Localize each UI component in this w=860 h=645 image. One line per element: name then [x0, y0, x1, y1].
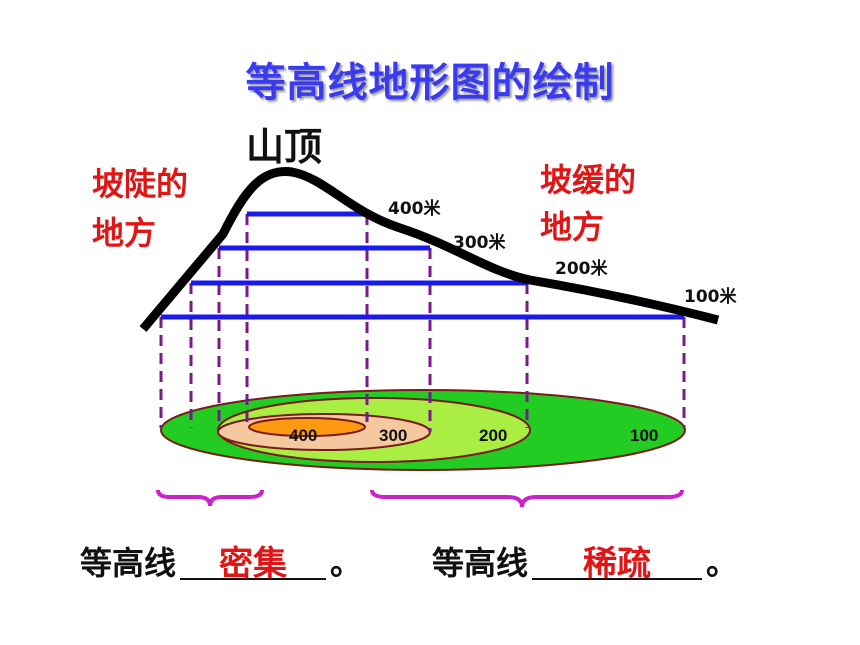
contour-value-400: 400 — [289, 426, 317, 445]
elevation-label-200: 200米 — [555, 259, 608, 279]
contour-value-100: 100 — [630, 426, 658, 445]
mountain-profile — [139, 167, 720, 332]
projection-lines — [159, 214, 686, 432]
answer-dense: 密集 — [219, 544, 288, 584]
sentence-sparse-suffix: 。 — [706, 544, 739, 582]
sentence-dense-suffix: 。 — [330, 544, 363, 582]
elevation-label-300: 300米 — [453, 233, 506, 253]
contour-value-200: 200 — [479, 426, 507, 445]
gentle-label-line1: 坡缓的 — [540, 161, 637, 199]
elevation-lines — [161, 211, 684, 320]
answer-blank-sparse[interactable]: 稀疏 — [532, 544, 703, 584]
elevation-label-100: 100米 — [684, 287, 737, 307]
summit-label: 山顶 — [246, 125, 323, 169]
sentence-dense-prefix: 等高线 — [80, 544, 177, 582]
brace-dense — [156, 489, 264, 507]
elevation-label-400: 400米 — [388, 199, 441, 219]
steep-label-line2: 地方 — [92, 214, 157, 252]
sentence-dense: 等高线 密集 。 — [80, 538, 362, 584]
contour-value-300: 300 — [379, 426, 407, 445]
sentence-sparse: 等高线 稀疏 。 — [432, 538, 738, 584]
answer-blank-dense[interactable]: 密集 — [180, 544, 327, 584]
brace-sparse — [370, 489, 684, 508]
contour-ring-400 — [248, 417, 366, 437]
steep-label-line1: 坡陡的 — [92, 165, 189, 203]
answer-sparse: 稀疏 — [583, 544, 652, 584]
gentle-label-line2: 地方 — [540, 208, 605, 246]
diagram-title: 等高线地形图的绘制 — [245, 60, 615, 106]
sentence-sparse-prefix: 等高线 — [432, 544, 529, 582]
